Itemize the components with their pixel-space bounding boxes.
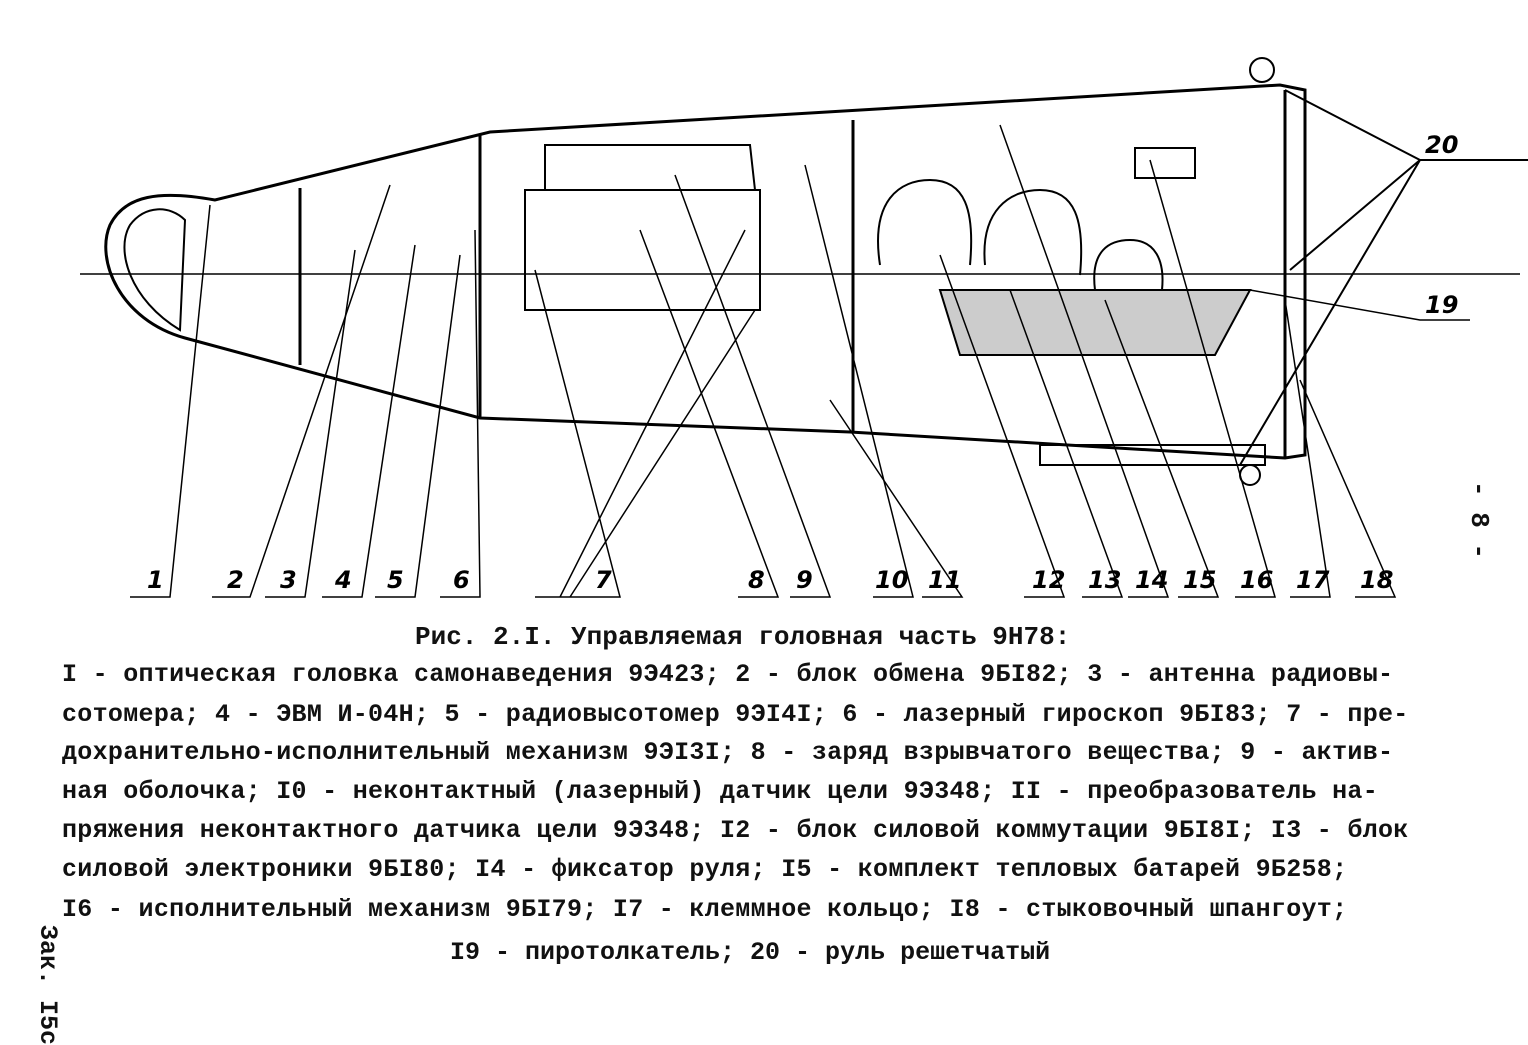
caption-line: сотомера; 4 - ЭВМ И-04Н; 5 - радиовысото… — [62, 700, 1409, 729]
leader-lines — [130, 124, 1470, 598]
label-8: 8 — [748, 566, 765, 594]
label-12: 12 — [1032, 566, 1065, 594]
label-10: 10 — [875, 566, 908, 594]
label-18: 18 — [1360, 566, 1393, 594]
label-1: 1 — [147, 566, 164, 594]
nose-dome — [123, 208, 187, 332]
caption-last-line: I9 - пиротолкатель; 20 - руль решетчатый — [450, 938, 1051, 967]
thermal-batteries-15 — [938, 289, 1252, 356]
caption-line: дохранительно-исполнительный механизм 9Э… — [62, 738, 1394, 767]
label-9: 9 — [796, 566, 813, 594]
label-2: 2 — [227, 566, 244, 594]
block-13 — [983, 188, 1083, 276]
order-mark: Зак. I5с — [33, 925, 62, 1045]
lug — [1249, 57, 1275, 83]
block-14 — [1093, 238, 1164, 291]
page-number: - 8 - — [1464, 480, 1495, 560]
fin-20 — [1239, 89, 1528, 466]
lower-lug — [1239, 464, 1261, 486]
part-labels: 1 2 3 4 5 6 7 8 9 10 11 12 13 14 15 16 1… — [147, 131, 1458, 594]
label-19: 19 — [1425, 291, 1458, 319]
caption-line: силовой электроники 9БI80; I4 - фиксатор… — [62, 855, 1348, 884]
lower-bracket — [1039, 444, 1266, 466]
caption-line: ная оболочка; I0 - неконтактный (лазерны… — [62, 777, 1379, 806]
charge-9 — [544, 144, 757, 191]
caption-line: I6 - исполнительный механизм 9БI79; I7 -… — [62, 895, 1348, 924]
label-5: 5 — [387, 566, 404, 594]
label-15: 15 — [1183, 566, 1216, 594]
charge-8 — [524, 189, 761, 311]
caption-line: пряжения неконтактного датчика цели 9Э34… — [62, 816, 1409, 845]
block-12 — [877, 178, 973, 266]
warhead-body-outline — [104, 83, 1307, 460]
figure-title: Рис. 2.I. Управляемая головная часть 9Н7… — [415, 622, 1071, 652]
label-4: 4 — [334, 566, 352, 594]
label-13: 13 — [1088, 566, 1121, 594]
label-20: 20 — [1425, 131, 1458, 159]
caption-line: I - оптическая головка самонаведения 9Э4… — [62, 660, 1394, 689]
label-17: 17 — [1296, 566, 1330, 594]
label-14: 14 — [1135, 566, 1168, 594]
label-6: 6 — [453, 566, 470, 594]
label-11: 11 — [928, 566, 961, 594]
label-16: 16 — [1240, 566, 1273, 594]
pyro-19 — [1134, 147, 1196, 179]
label-3: 3 — [280, 566, 297, 594]
label-7: 7 — [595, 566, 612, 594]
